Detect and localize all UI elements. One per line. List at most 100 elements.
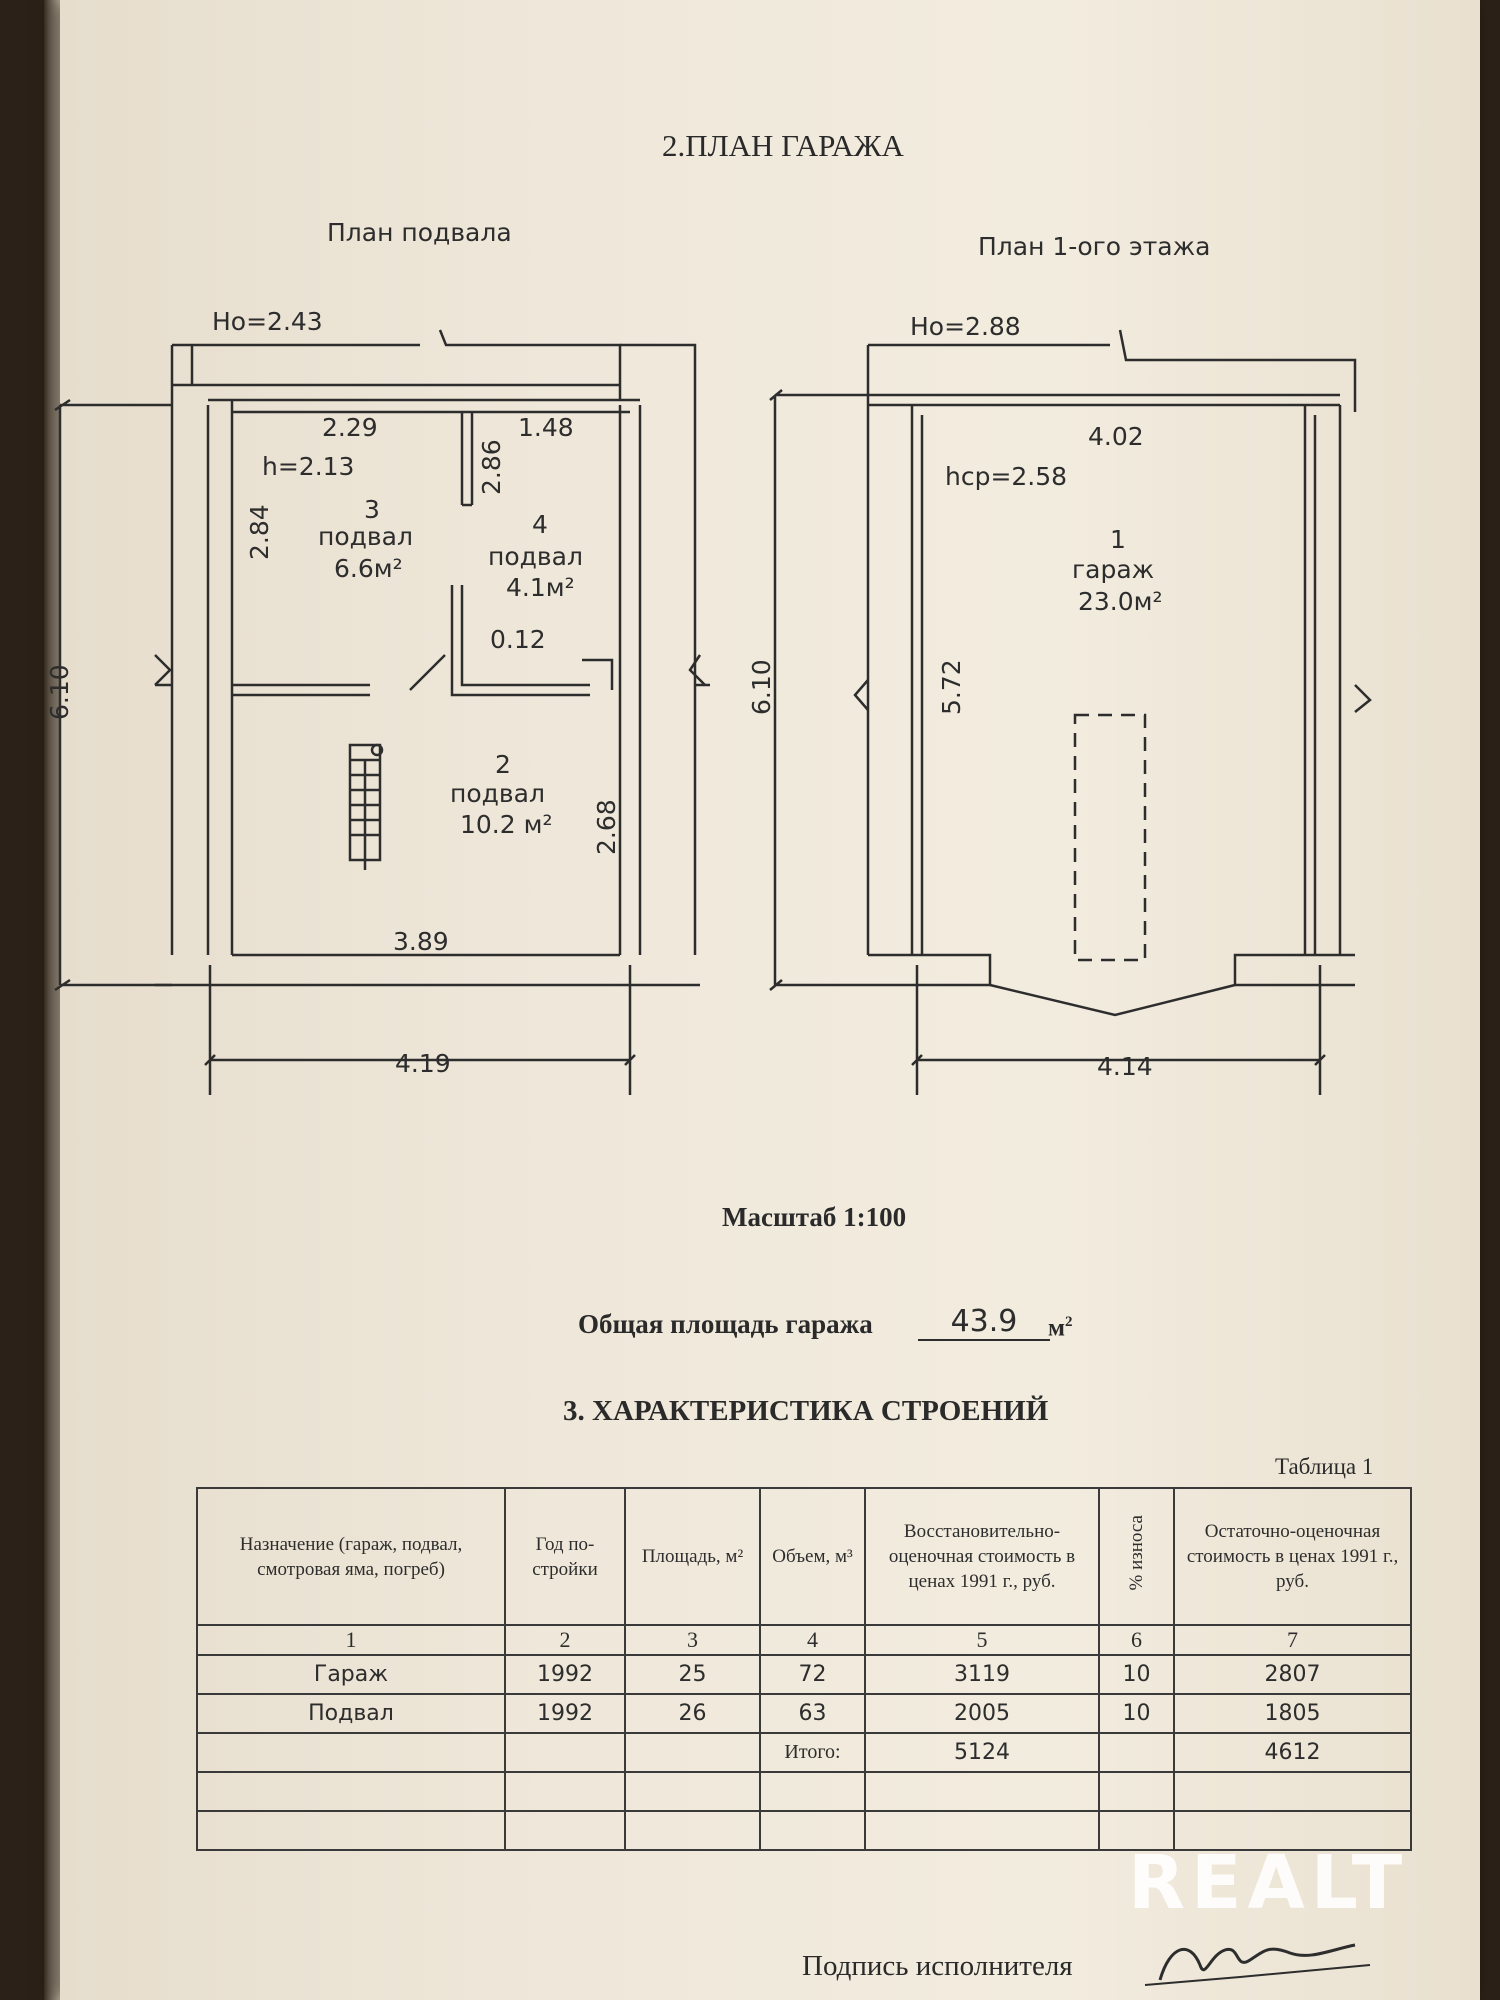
column-number: 2 [504, 1624, 626, 1656]
header-purpose: Назначение (гараж, подвал, смотровая яма… [196, 1487, 506, 1626]
column-number: 3 [624, 1624, 761, 1656]
room-1-area: 23.0м² [1078, 587, 1163, 616]
table-cell: 5124 [864, 1732, 1100, 1773]
room-3-name: подвал [318, 522, 413, 551]
first-floor-hcp: hср=2.58 [945, 462, 1067, 491]
basement-dim-bottom: 3.89 [393, 927, 449, 956]
table-cell: 26 [624, 1693, 761, 1734]
room-2-name: подвал [450, 779, 545, 808]
column-number: 6 [1098, 1624, 1175, 1656]
section-title: 3. ХАРАКТЕРИСТИКА СТРОЕНИЙ [563, 1395, 1049, 1427]
paper-fold-shadow [44, 0, 60, 2000]
total-area-label: Общая площадь гаража [578, 1309, 873, 1339]
basement-dim-right: 2.68 [592, 799, 621, 855]
table-cell: Подвал [196, 1693, 506, 1734]
table-cell: 1992 [504, 1654, 626, 1695]
basement-dim-outer-height: 6.10 [45, 664, 74, 720]
basement-dim-outer-width: 4.19 [395, 1049, 451, 1078]
table-cell [1173, 1771, 1412, 1812]
table-cell: 25 [624, 1654, 761, 1695]
header-residual-cost: Остаточно-оценочная стоимость в ценах 19… [1173, 1487, 1412, 1626]
table-label: Таблица 1 [1275, 1454, 1374, 1479]
room-1-name: гараж [1072, 555, 1154, 584]
table-row-empty [196, 1810, 1412, 1851]
table-row-garage: Гараж 1992 25 72 3119 10 2807 [196, 1654, 1412, 1695]
table-column-numbers-row: 1 2 3 4 5 6 7 [196, 1624, 1412, 1656]
basement-dim-partition: 2.86 [477, 439, 506, 495]
header-year: Год по-стройки [504, 1487, 626, 1626]
first-floor-dim-outer-height: 6.10 [747, 659, 776, 715]
header-wear: % износа [1098, 1487, 1175, 1626]
table-cell: 63 [759, 1693, 866, 1734]
table-cell [864, 1810, 1100, 1851]
table-cell [759, 1810, 866, 1851]
table-cell [759, 1771, 866, 1812]
basement-dim-top-right: 1.48 [518, 413, 574, 442]
total-area-value: 43.9 [918, 1304, 1050, 1341]
table-cell [864, 1771, 1100, 1812]
table-cell [1173, 1810, 1412, 1851]
table-cell: 10 [1098, 1693, 1175, 1734]
table-cell [1098, 1732, 1175, 1773]
column-number: 4 [759, 1624, 866, 1656]
table-cell: Гараж [196, 1654, 506, 1695]
first-floor-dim-top: 4.02 [1088, 422, 1144, 451]
table-cell [196, 1732, 506, 1773]
realt-watermark: REALT [1128, 1840, 1409, 1926]
room-1-number: 1 [1110, 525, 1126, 554]
column-number: 1 [196, 1624, 506, 1656]
basement-dim-left: 2.84 [245, 504, 274, 560]
table-cell: 10 [1098, 1654, 1175, 1695]
column-number: 7 [1173, 1624, 1412, 1656]
room-4-area: 4.1м² [506, 573, 575, 602]
first-floor-plan-drawing [769, 329, 1372, 1095]
room-2-number: 2 [495, 750, 511, 779]
scale-label: Масштаб 1:100 [722, 1202, 907, 1232]
table-row-total: Итого: 5124 4612 [196, 1732, 1412, 1773]
basement-dim-wall: 0.12 [490, 625, 546, 654]
table-row-basement: Подвал 1992 26 63 2005 10 1805 [196, 1693, 1412, 1734]
signature [1144, 1943, 1371, 1986]
table-cell [624, 1771, 761, 1812]
header-restoration-cost: Восстановительно-оценочная стоимость в ц… [864, 1487, 1100, 1626]
table-cell [1098, 1810, 1175, 1851]
table-cell [196, 1810, 506, 1851]
table-cell: 72 [759, 1654, 866, 1695]
room-4-number: 4 [532, 510, 548, 539]
header-area: Площадь, м² [624, 1487, 761, 1626]
table-cell: 1805 [1173, 1693, 1412, 1734]
basement-dim-top-left: 2.29 [322, 413, 378, 442]
room-3-number: 3 [364, 495, 380, 524]
total-area-unit: м2 [1048, 1314, 1073, 1342]
header-volume: Объем, м³ [759, 1487, 866, 1626]
basement-height: h=2.13 [262, 452, 354, 481]
table-cell [624, 1810, 761, 1851]
table-cell [504, 1732, 626, 1773]
basement-h0: Ho=2.43 [212, 307, 323, 336]
table-cell [196, 1771, 506, 1812]
signature-label: Подпись исполнителя [802, 1950, 1073, 1982]
table-cell: 2807 [1173, 1654, 1412, 1695]
room-3-area: 6.6м² [334, 554, 403, 583]
table-cell [624, 1732, 761, 1773]
column-number: 5 [864, 1624, 1100, 1656]
table-cell [504, 1810, 626, 1851]
first-floor-dim-left: 5.72 [937, 659, 966, 715]
total-label: Итого: [759, 1732, 866, 1773]
basement-plan-drawing [54, 329, 710, 1095]
plan-title: 2.ПЛАН ГАРАЖА [662, 128, 904, 163]
table-cell [1098, 1771, 1175, 1812]
table-cell: 2005 [864, 1693, 1100, 1734]
first-floor-dim-outer-width: 4.14 [1097, 1052, 1153, 1081]
floor-plans-drawing: Ho=2.43 2.29 1.48 h=2.13 2.84 2.86 0.12 … [45, 307, 1372, 1095]
first-floor-plan-title: План 1-ого этажа [978, 232, 1211, 261]
table-cell [504, 1771, 626, 1812]
table-cell: 4612 [1173, 1732, 1412, 1773]
room-2-area: 10.2 м² [460, 810, 553, 839]
table-cell: 3119 [864, 1654, 1100, 1695]
room-4-name: подвал [488, 542, 583, 571]
table-cell: 1992 [504, 1693, 626, 1734]
table-header-row: Назначение (гараж, подвал, смотровая яма… [196, 1487, 1412, 1626]
first-floor-h0: Ho=2.88 [910, 312, 1021, 341]
buildings-characteristics-table: Назначение (гараж, подвал, смотровая яма… [196, 1487, 1412, 1851]
